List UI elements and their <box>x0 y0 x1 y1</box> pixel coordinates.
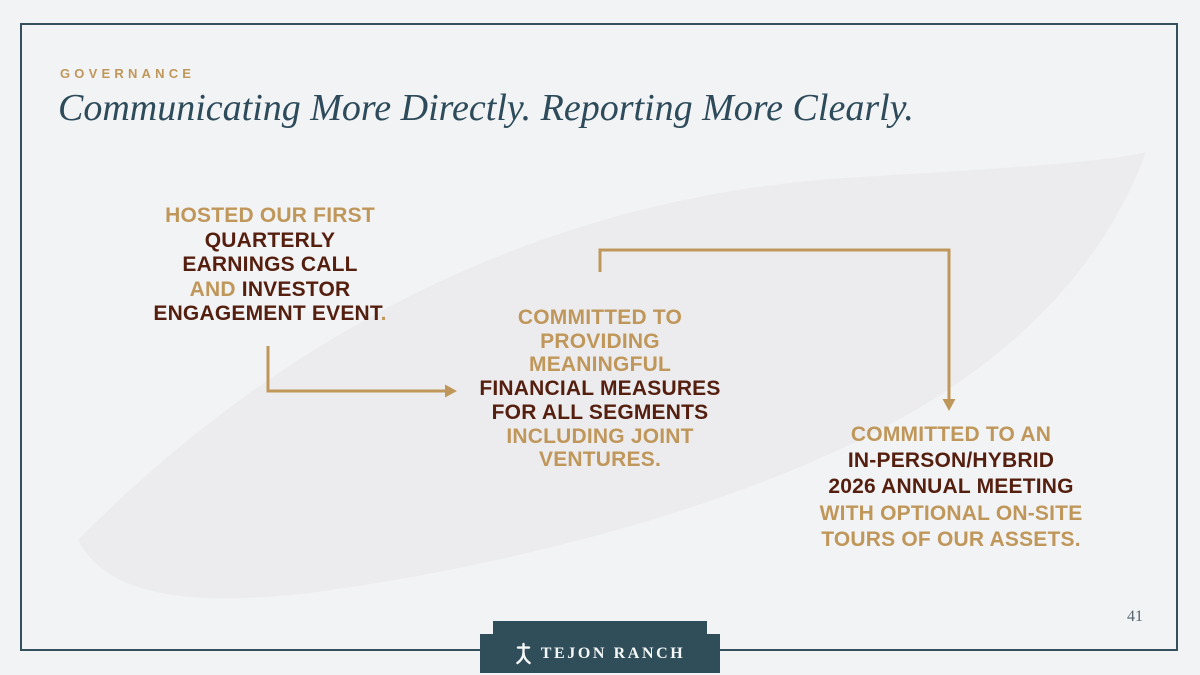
text-line: INCLUDING JOINT <box>506 424 694 448</box>
text-line: WITH OPTIONAL ON-SITE <box>819 501 1083 525</box>
page-number: 41 <box>1127 608 1143 625</box>
arrowhead-down-icon <box>942 399 956 411</box>
text-block-financial-measures: COMMITTED TO PROVIDING MEANINGFUL FINANC… <box>440 306 760 472</box>
text-line: COMMITTED TO <box>517 306 683 329</box>
text-line: PROVIDING <box>540 329 660 353</box>
connector-arrow-1 <box>266 346 457 398</box>
text-line: COMMITTED TO AN <box>850 423 1052 446</box>
eyebrow-label: GOVERNANCE <box>60 66 196 81</box>
text-line: VENTURES. <box>539 448 661 472</box>
connector-arrow-2 <box>598 248 956 411</box>
banner-main-shape: TEJON RANCH <box>480 634 720 673</box>
text-block-annual-meeting: COMMITTED TO AN IN-PERSON/HYBRID 2026 AN… <box>781 422 1121 553</box>
text-line: 2026 ANNUAL MEETING <box>828 475 1074 499</box>
text-line: TOURS OF OUR ASSETS. <box>821 527 1081 551</box>
text-line: EARNINGS CALL <box>182 253 358 276</box>
arrowhead-right-icon <box>445 384 457 398</box>
page-title: Communicating More Directly. Reporting M… <box>58 87 914 129</box>
text-block-earnings-call: HOSTED OUR FIRST QUARTERLY EARNINGS CALL… <box>110 204 430 327</box>
text-line: HOSTED OUR FIRST <box>165 204 375 227</box>
swoosh-shape <box>78 152 1146 599</box>
text-line: MEANINGFUL <box>529 353 671 377</box>
text-line: FINANCIAL MEASURES <box>479 377 721 401</box>
text-line: ENGAGEMENT EVENT. <box>153 302 387 325</box>
text-line: FOR ALL SEGMENTS <box>491 400 709 424</box>
footer-logo-banner: TEJON RANCH <box>480 621 720 673</box>
text-line: IN-PERSON/HYBRID <box>847 449 1055 473</box>
text-line: QUARTERLY <box>204 228 336 252</box>
tejon-cross-icon <box>515 642 531 664</box>
footer-logo-text: TEJON RANCH <box>540 645 686 662</box>
banner-tab-shape <box>493 621 707 635</box>
text-line: AND INVESTOR <box>189 277 351 301</box>
